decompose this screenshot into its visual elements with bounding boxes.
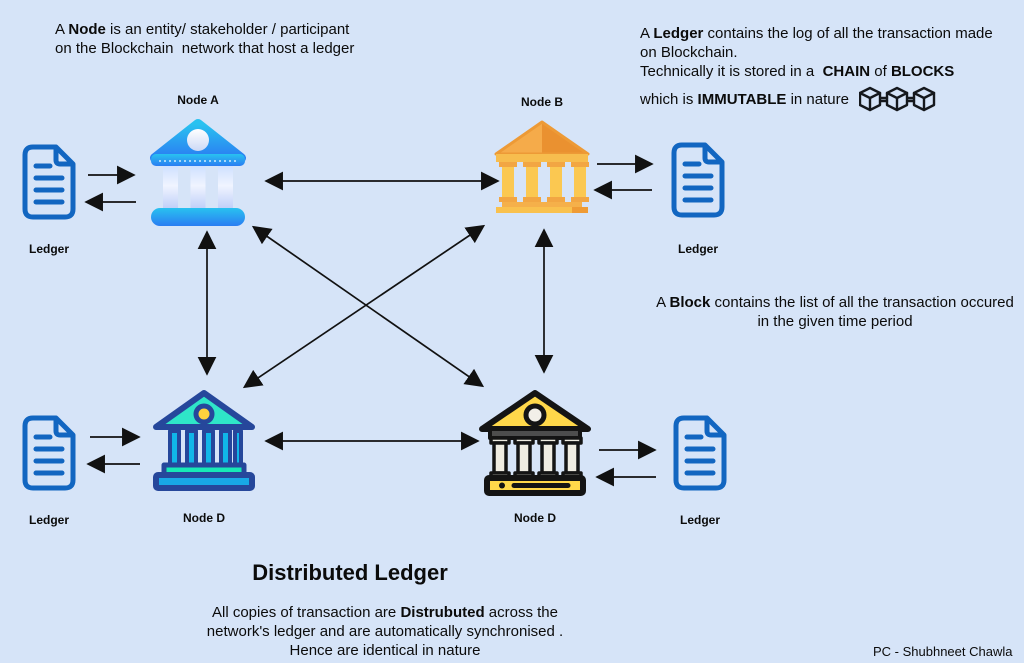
node-c-bank-icon xyxy=(153,390,255,491)
blockchain-cubes-icon xyxy=(858,86,936,112)
node-a-bank-icon xyxy=(150,119,246,226)
text-wrap: which is IMMUTABLE in nature xyxy=(640,90,849,109)
note-line: on the Blockchain network that host a le… xyxy=(55,40,355,57)
node-b-label: Node B xyxy=(521,95,563,109)
text-segment-bold: Distrubuted xyxy=(400,604,485,621)
text-segment: of xyxy=(870,63,891,80)
node-c-label: Node D xyxy=(183,511,225,525)
text-segment: Technically it is stored in a xyxy=(640,63,823,80)
note-line: which is IMMUTABLE in nature xyxy=(640,81,1024,112)
ledger-top-left-icon xyxy=(22,144,76,220)
ledger-bottom-left-icon xyxy=(22,415,76,491)
ledger-top-right-label: Ledger xyxy=(677,242,718,256)
text-segment-bold: Ledger xyxy=(653,25,704,42)
ledger-bottom-right-label: Ledger xyxy=(679,513,720,527)
text-segment-bold: CHAIN xyxy=(822,63,871,80)
note-line: A Node is an entity/ stakeholder / parti… xyxy=(55,20,475,39)
text-segment: All copies of transaction are xyxy=(212,604,401,621)
node-a-label: Node A xyxy=(177,93,219,107)
note-line: A Ledger contains the log of all the tra… xyxy=(640,24,1024,43)
ledger-bottom-left-label: Ledger xyxy=(28,513,69,527)
note-line: on Blockchain. xyxy=(640,44,738,61)
arrow-nodeA-nodeD xyxy=(251,225,485,388)
photo-credit: PC - Shubhneet Chawla xyxy=(873,644,1013,659)
text-segment: A xyxy=(656,294,670,311)
node-definition-note: A Node is an entity/ stakeholder / parti… xyxy=(55,20,475,58)
note-line: in the given time period xyxy=(757,313,913,330)
text-segment-bold: Node xyxy=(68,21,106,38)
ledger-bottom-right-icon xyxy=(673,415,727,491)
text-segment: in nature xyxy=(786,91,849,108)
text-segment-bold: IMMUTABLE xyxy=(697,91,787,108)
text-segment-bold: BLOCKS xyxy=(890,63,955,80)
text-segment: contains the log of all the transaction … xyxy=(703,25,993,42)
distributed-ledger-note: All copies of transaction are Distrubute… xyxy=(190,603,580,660)
node-b-bank-icon xyxy=(494,120,590,213)
ledger-definition-note: A Ledger contains the log of all the tra… xyxy=(640,24,1024,112)
text-segment: across the xyxy=(484,604,558,621)
block-definition-note: A Block contains the list of all the tra… xyxy=(645,293,1024,331)
text-segment: A xyxy=(55,21,69,38)
note-line: A Block contains the list of all the tra… xyxy=(645,293,1024,312)
ledger-top-left-label: Ledger xyxy=(28,242,69,256)
text-segment: contains the list of all the transaction… xyxy=(710,294,1014,311)
node-d-bank-icon xyxy=(479,390,591,496)
node-d-label: Node D xyxy=(514,511,556,525)
note-line: Technically it is stored in a CHAIN of B… xyxy=(640,62,1024,81)
ledger-top-right-icon xyxy=(671,142,725,218)
text-segment: which is xyxy=(640,91,698,108)
arrow-nodeC-nodeB xyxy=(242,224,486,389)
note-line: network's ledger and are automatically s… xyxy=(206,623,564,640)
note-line: Hence are identical in nature xyxy=(289,642,481,659)
text-segment: is an entity/ stakeholder / participant xyxy=(105,21,350,38)
text-segment: A xyxy=(640,25,654,42)
text-segment-bold: Block xyxy=(669,294,711,311)
diagram-title: Distributed Ledger xyxy=(252,560,448,585)
note-line: All copies of transaction are Distrubute… xyxy=(190,603,580,622)
